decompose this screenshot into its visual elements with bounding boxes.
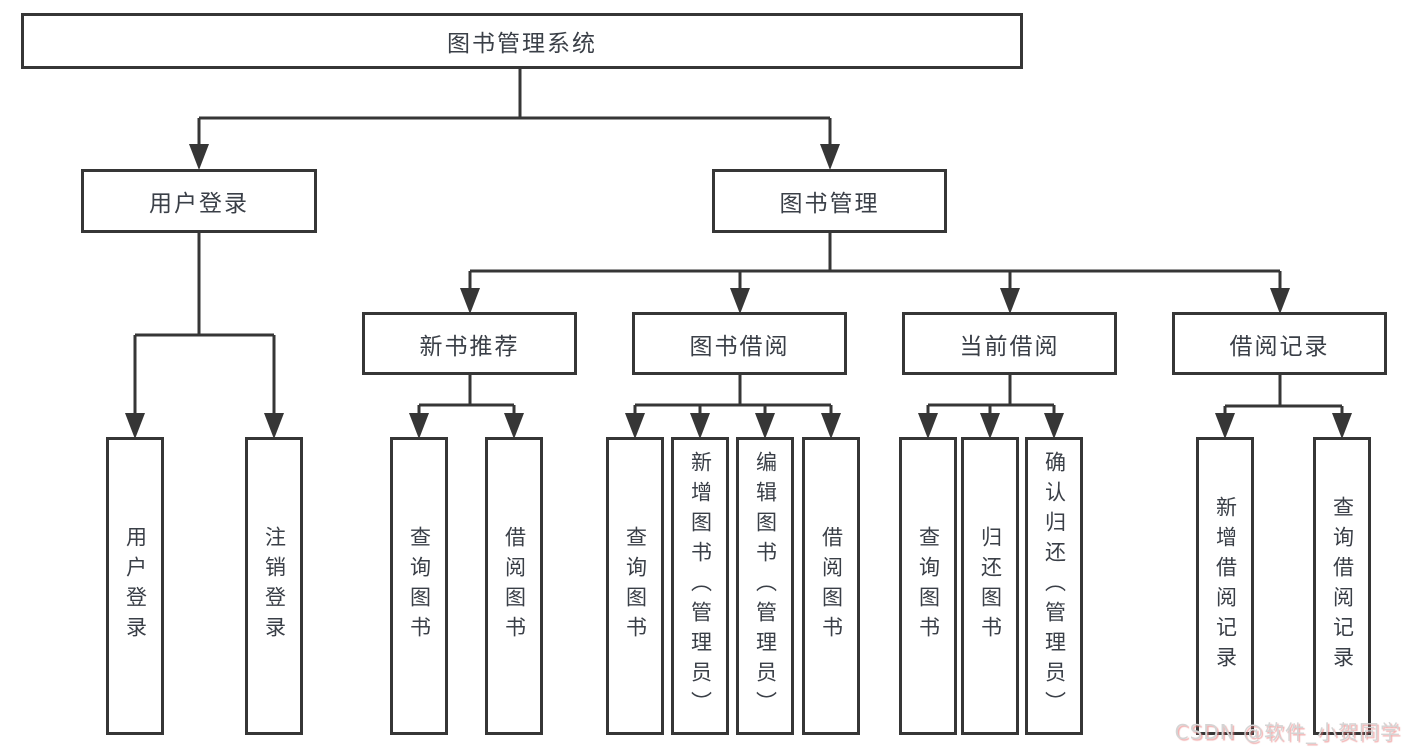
arrowhead-icon [1215, 413, 1235, 439]
node-leaf-borrow-books-recommend: 借阅图书 [485, 437, 543, 735]
arrowhead-icon [755, 413, 775, 439]
node-leaf-query-books-current: 查询图书 [899, 437, 957, 735]
arrowhead-icon [1332, 413, 1352, 439]
arrowhead-icon [409, 413, 429, 439]
node-leaf-borrow-books: 借阅图书 [802, 437, 860, 735]
node-book-borrowing: 图书借阅 [632, 312, 847, 375]
node-leaf-query-borrow-record: 查询借阅记录 [1313, 437, 1371, 735]
node-leaf-add-borrow-record: 新增借阅记录 [1196, 437, 1254, 735]
node-leaf-query-books-borrowing: 查询图书 [606, 437, 664, 735]
arrowhead-icon [125, 413, 145, 439]
csdn-watermark: CSDN @软件_小贺同学 [1174, 720, 1401, 744]
node-user-login: 用户登录 [81, 169, 317, 233]
arrowhead-icon [504, 413, 524, 439]
arrowhead-icon [820, 144, 840, 170]
arrowhead-icon [625, 413, 645, 439]
node-borrowing-records: 借阅记录 [1172, 312, 1387, 375]
arrowhead-icon [1000, 288, 1020, 314]
node-new-book-recommend: 新书推荐 [362, 312, 577, 375]
arrowhead-icon [918, 413, 938, 439]
arrowhead-icon [980, 413, 1000, 439]
node-leaf-user-login: 用户登录 [106, 437, 164, 735]
arrowhead-icon [264, 413, 284, 439]
arrowhead-icon [821, 413, 841, 439]
node-leaf-logout: 注销登录 [245, 437, 303, 735]
arrowhead-icon [460, 288, 480, 314]
node-leaf-return-books: 归还图书 [961, 437, 1019, 735]
arrowhead-icon [189, 144, 209, 170]
arrowhead-icon [730, 288, 750, 314]
arrowhead-icon [1044, 413, 1064, 439]
arrowhead-icon [1270, 288, 1290, 314]
node-book-management: 图书管理 [712, 169, 947, 233]
node-leaf-edit-books-admin: 编辑图书（管理员） [736, 437, 794, 735]
node-leaf-query-books-recommend: 查询图书 [390, 437, 448, 735]
node-root: 图书管理系统 [21, 13, 1023, 69]
node-current-borrowing: 当前借阅 [902, 312, 1117, 375]
node-leaf-add-books-admin: 新增图书（管理员） [671, 437, 729, 735]
arrowhead-icon [690, 413, 710, 439]
node-leaf-confirm-return-admin: 确认归还（管理员） [1025, 437, 1083, 735]
